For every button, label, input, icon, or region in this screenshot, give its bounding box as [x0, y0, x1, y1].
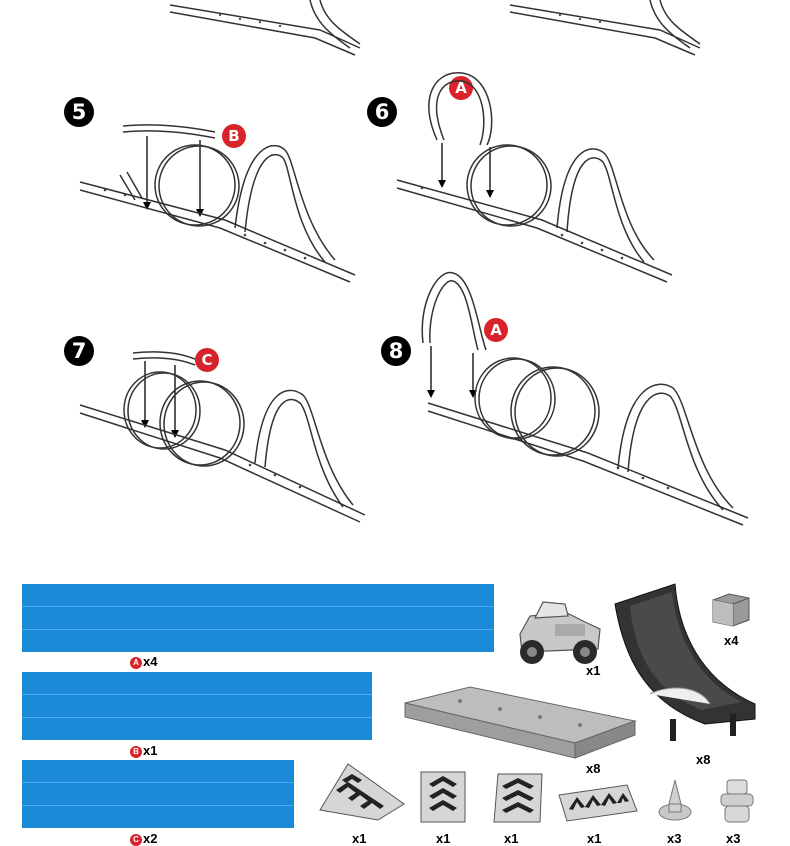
connector-piece-icon: [720, 779, 754, 823]
track-piece-c-qty: x2: [143, 831, 158, 846]
track-piece-b-qty: x1: [143, 743, 158, 758]
track-illustration-step-7: [79, 351, 366, 523]
connector-piece-qty: x3: [726, 831, 741, 846]
wedge-ramp-3-qty: x1: [504, 831, 519, 846]
step-7-part-letter: C: [195, 348, 219, 372]
track-illustration-step-6: [396, 72, 673, 283]
step-7-badge: 7: [64, 336, 94, 366]
track-illustration-step-8: [421, 271, 749, 526]
flat-arrow-plate-icon: [558, 784, 638, 822]
track-piece-a-letter: A: [130, 656, 142, 669]
toy-car-qty: x1: [586, 663, 601, 678]
step-5-badge: 5: [64, 97, 94, 127]
base-plate-qty: x8: [586, 761, 601, 776]
base-plate-icon: [404, 686, 637, 759]
curved-ramp-qty: x8: [696, 752, 711, 767]
track-illustration-top-right: [509, 0, 701, 56]
toy-car-icon: [519, 601, 601, 664]
track-illustration-step-5: [79, 124, 356, 283]
wedge-ramp-2-qty: x1: [436, 831, 451, 846]
step-8-part-letter: A: [484, 318, 508, 342]
track-piece-b-letter: B: [130, 745, 142, 758]
step-6-part-letter: A: [449, 76, 473, 100]
step-6-badge: 6: [367, 97, 397, 127]
track-piece-a: [22, 584, 494, 652]
curved-ramp-icon: [614, 583, 756, 741]
flat-arrow-plate-qty: x1: [587, 831, 602, 846]
wedge-ramp-1-qty: x1: [352, 831, 367, 846]
metal-block-icon: [712, 593, 750, 627]
wedge-ramp-3-icon: [493, 773, 543, 823]
cone-peg-qty: x3: [667, 831, 682, 846]
wedge-ramp-2-icon: [420, 771, 466, 823]
cone-peg-icon: [658, 779, 692, 821]
track-piece-a-qty: x4: [143, 654, 158, 669]
step-5-part-letter: B: [222, 124, 246, 148]
track-piece-b: [22, 672, 372, 740]
step-8-badge: 8: [381, 336, 411, 366]
wedge-ramp-1-icon: [319, 763, 405, 821]
track-piece-c-letter: C: [130, 833, 142, 846]
track-illustration-top-left: [169, 0, 361, 56]
metal-block-qty: x4: [724, 633, 739, 648]
track-piece-c: [22, 760, 294, 828]
